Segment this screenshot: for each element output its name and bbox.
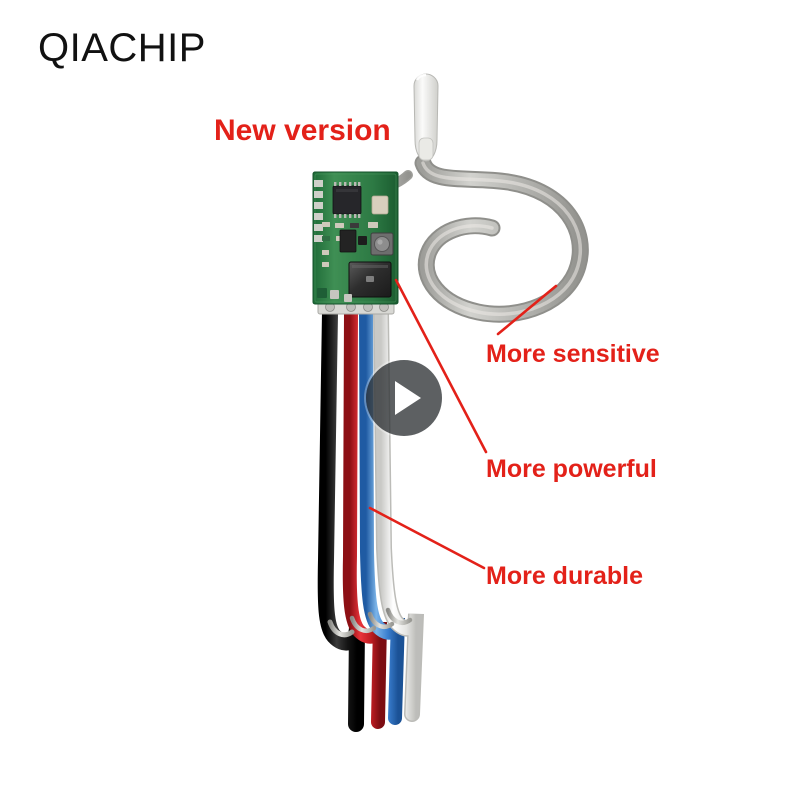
- wire-bundle: [317, 304, 424, 732]
- relay: [348, 261, 392, 298]
- pcb-solder-joints: [317, 288, 352, 302]
- play-triangle-icon: [395, 381, 421, 415]
- leader-lines: [368, 278, 558, 570]
- antenna-tip: [413, 73, 439, 162]
- pcb-board: [312, 171, 399, 305]
- diode: [358, 236, 367, 245]
- callout-new-version: New version: [214, 114, 391, 147]
- durable-leader-line: [368, 506, 486, 570]
- ic-chip: [332, 182, 362, 218]
- video-play-button[interactable]: [366, 360, 442, 436]
- tact-button: [370, 232, 394, 256]
- antenna-cable: [347, 154, 589, 323]
- smd-components: [322, 222, 378, 267]
- powerful-leader-line: [394, 278, 488, 454]
- ceramic-component: [371, 195, 389, 215]
- callout-more-powerful: More powerful: [486, 455, 657, 483]
- callout-more-sensitive: More sensitive: [486, 340, 660, 368]
- sensitive-leader-line: [496, 284, 558, 336]
- brand-logo: QIACHIP: [38, 26, 206, 70]
- callout-more-durable: More durable: [486, 562, 643, 590]
- pcb-edge-pads: [314, 180, 323, 242]
- transistor: [339, 229, 357, 253]
